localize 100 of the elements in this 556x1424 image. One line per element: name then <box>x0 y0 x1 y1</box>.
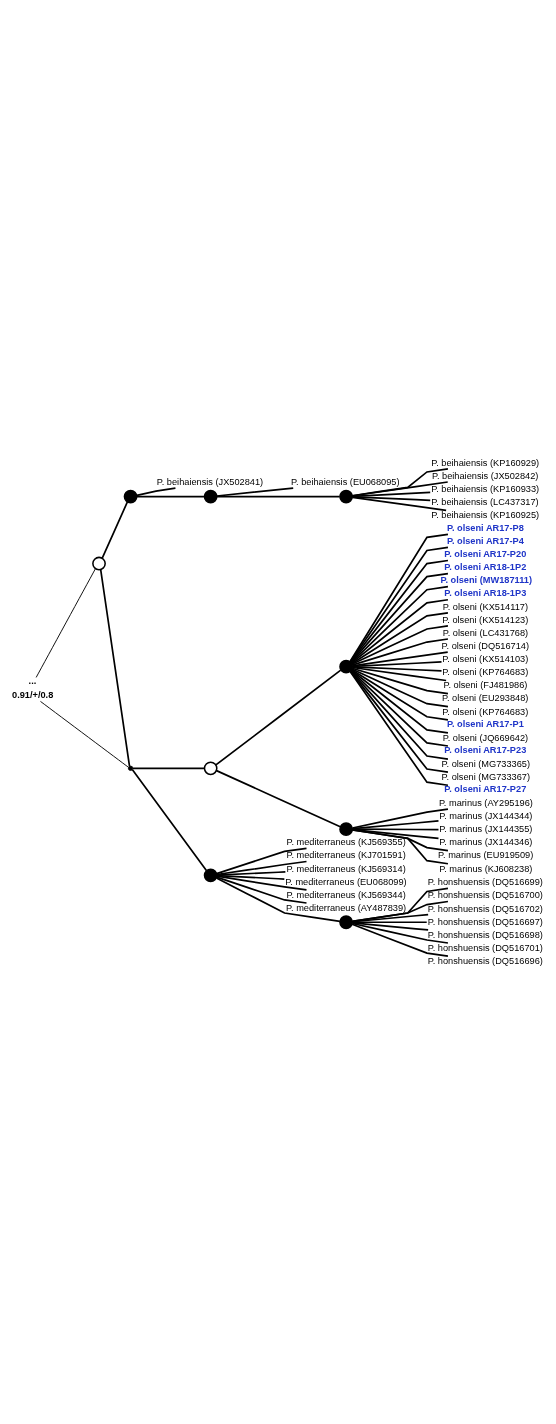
connector <box>101 500 129 559</box>
connector <box>215 668 342 766</box>
node-text: P. marinus (KJ608238) <box>439 863 533 874</box>
node-text: P. beihaiensis (KP160925) <box>431 509 540 520</box>
connector <box>351 828 449 851</box>
connector <box>351 913 429 923</box>
connector <box>350 668 449 734</box>
node-text: P. beihaiensis (KP160933) <box>431 483 540 494</box>
node-text: P. mediterraneus (KJ569355) <box>286 836 406 847</box>
connector <box>351 624 449 665</box>
connector <box>135 486 177 496</box>
connector <box>351 480 449 497</box>
node-text: P. olseni AR17-P27 <box>444 783 527 794</box>
node-text: P. olseni AR17-P4 <box>446 535 524 546</box>
node-text: P. honshuensis (DQ516698) <box>427 929 543 940</box>
node-text: P. honshuensis (DQ516700) <box>427 889 543 900</box>
node-text: P. olseni (EU293848) <box>441 692 529 703</box>
connector <box>351 660 443 667</box>
node-circle <box>339 914 354 929</box>
connector <box>216 495 341 497</box>
connector <box>215 847 308 874</box>
connector <box>215 875 308 904</box>
connector <box>215 876 341 922</box>
connector <box>351 922 449 944</box>
node-circle <box>203 867 218 882</box>
connector <box>351 920 428 923</box>
node-text: P. mediterraneus (AY487839) <box>286 902 407 913</box>
node-circle <box>92 556 106 570</box>
connector <box>132 766 206 769</box>
connector <box>216 860 308 875</box>
connector <box>135 495 206 497</box>
node-text: P. olseni (KP764683) <box>442 666 529 677</box>
node-text: P. beihaiensis (LC437317) <box>431 496 539 507</box>
node-text: P. marinus (JX144355) <box>439 823 533 834</box>
node-text: P. honshuensis (DQ516702) <box>427 903 543 914</box>
connector <box>215 769 342 828</box>
node-text: P. olseni AR17-P23 <box>444 744 527 755</box>
node-text: P. olseni AR18-1P2 <box>444 561 527 572</box>
connector <box>351 900 449 922</box>
node-text: P. olseni (DQ516714) <box>441 640 530 651</box>
node-text: P. olseni AR17-P8 <box>446 522 524 533</box>
node-text: P. olseni (MG733367) <box>441 771 531 782</box>
node-circle <box>339 821 354 836</box>
node-text: P. honshuensis (DQ516699) <box>427 876 543 887</box>
node-text: P. marinus (EU919509) <box>438 849 534 860</box>
connector <box>350 668 449 721</box>
node-circle <box>123 489 138 503</box>
connector <box>351 887 449 922</box>
node-text: ... <box>28 675 37 686</box>
node-text: P. olseni (KX514123) <box>442 614 529 625</box>
connector <box>351 666 447 681</box>
connector <box>351 495 432 501</box>
connector <box>351 637 449 666</box>
node-text: P. honshuensis (DQ516701) <box>427 942 543 953</box>
node-text: P. olseni (MG733365) <box>441 758 531 769</box>
node-text: P. olseni (KX514117) <box>442 601 528 612</box>
connector <box>351 819 440 829</box>
connector <box>351 667 449 708</box>
node-text: P. olseni (FJ481986) <box>443 679 528 690</box>
node-text: P. olseni (KP764683) <box>442 706 529 716</box>
connector <box>351 922 449 957</box>
node-text: 0.91/+/0.8 <box>12 689 54 700</box>
node-text: P. olseni (JQ669642) <box>442 732 529 743</box>
connector <box>216 874 308 891</box>
node-text: P. marinus (JX144344) <box>439 810 533 821</box>
node-text: P. mediterraneus (EU068099) <box>285 876 407 887</box>
connector <box>351 828 440 839</box>
connector <box>350 669 449 747</box>
connector <box>351 828 449 865</box>
node-text: P. honshuensis (DQ516697) <box>427 916 543 927</box>
node-text: P. olseni (LC431768) <box>442 627 529 638</box>
node-text: P. marinus (JX144346) <box>439 836 533 847</box>
node-text: P. mediterraneus (KJ701591) <box>286 849 406 860</box>
node-text: P. marinus (AY295196) <box>438 797 533 808</box>
connector <box>351 491 432 497</box>
connector <box>351 467 449 497</box>
node-point <box>128 765 134 771</box>
connector <box>99 568 131 767</box>
connector <box>35 567 96 678</box>
node-text: P. mediterraneus (KJ569344) <box>286 889 406 900</box>
node-circle <box>339 489 354 503</box>
connector <box>351 921 429 931</box>
connector <box>216 486 295 497</box>
node-text: P. honshuensis (DQ516696) <box>427 955 543 966</box>
connector <box>40 700 129 768</box>
node-text: P. olseni AR17-P20 <box>444 548 527 559</box>
node-text: P. beihaiensis (JX502841) <box>156 476 264 487</box>
connector <box>350 611 449 664</box>
node-circle <box>203 760 218 775</box>
node-circle <box>203 489 218 503</box>
node-text: P. olseni (KX514103) <box>442 653 529 664</box>
connector <box>216 870 287 876</box>
connector <box>351 807 449 829</box>
node-text: P. olseni AR18-1P3 <box>444 587 527 598</box>
node-text: P. beihaiensis (JX502842) <box>431 470 539 481</box>
node-text: P. olseni AR17-P1 <box>446 718 524 729</box>
node-text: P. olseni (MW187111) <box>440 574 532 585</box>
node-circle <box>339 659 354 674</box>
connector <box>216 874 286 880</box>
node-text: P. beihaiensis (KP160929) <box>431 457 540 468</box>
